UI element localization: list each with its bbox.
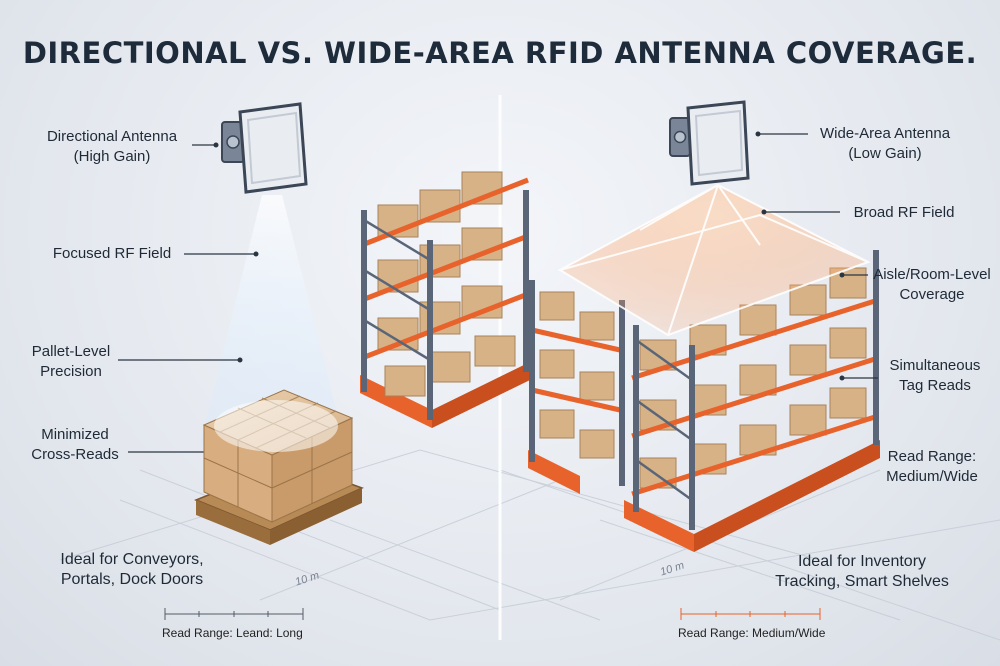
read-range-scale-right (680, 608, 821, 620)
left-ideal-line2: Portals, Dock Doors (60, 571, 204, 588)
simultaneous-line2: Tag Reads (899, 377, 971, 394)
minimized-line1: Minimized (41, 426, 109, 443)
shelving-rack-right (528, 250, 880, 552)
focused-rf-field-label: Focused RF Field (52, 245, 172, 262)
directional-antenna-icon (221, 102, 308, 194)
right-range-line1: Read Range: (887, 448, 977, 465)
minimized-cross-reads-label: Minimized Cross-Reads (22, 425, 128, 465)
directional-antenna-line1: Directional Antenna (46, 128, 178, 145)
shelving-rack-center (360, 171, 530, 428)
left-ideal-use-label: Ideal for Conveyors, Portals, Dock Doors (42, 550, 222, 590)
broad-rf-field (557, 184, 871, 337)
simultaneous-tag-reads-label: Simultaneous Tag Reads (880, 356, 990, 396)
right-read-range-label: Read Range: Medium/Wide (880, 447, 984, 487)
directional-antenna-line2: (High Gain) (73, 148, 151, 165)
right-ideal-use-label: Ideal for Inventory Tracking, Smart Shel… (762, 552, 962, 592)
broad-rf-field-label: Broad RF Field (853, 204, 955, 221)
pallet-level-line1: Pallet-Level (31, 343, 111, 360)
wide-area-antenna-icon (669, 100, 750, 186)
read-range-scale-left (164, 608, 304, 620)
minimized-line2: Cross-Reads (31, 446, 119, 463)
directional-antenna-label: Directional Antenna (High Gain) (34, 127, 190, 167)
left-read-range-caption: Read Range: Leand: Long (162, 626, 303, 640)
aisle-room-coverage-label: Aisle/Room-Level Coverage (868, 265, 996, 305)
right-ideal-line2: Tracking, Smart Shelves (775, 573, 949, 590)
focused-rf-beam (200, 195, 345, 445)
aisle-coverage-line1: Aisle/Room-Level (873, 266, 991, 283)
aisle-coverage-line2: Coverage (899, 286, 965, 303)
right-range-line2: Medium/Wide (886, 468, 978, 485)
right-read-range-caption: Read Range: Medium/Wide (678, 626, 826, 640)
left-ideal-line1: Ideal for Conveyors, (60, 551, 204, 568)
pallet-level-precision-label: Pallet-Level Precision (24, 342, 118, 382)
simultaneous-line1: Simultaneous (889, 357, 981, 374)
page-title: DIRECTIONAL VS. WIDE-AREA RFID ANTENNA C… (22, 36, 978, 70)
wide-area-antenna-label: Wide-Area Antenna (Low Gain) (810, 124, 960, 164)
wide-area-antenna-line1: Wide-Area Antenna (819, 125, 951, 142)
floor-grid (59, 449, 1000, 641)
right-ideal-line1: Ideal for Inventory (797, 553, 927, 570)
pallet-level-line2: Precision (40, 363, 102, 380)
pallet-with-boxes (194, 389, 364, 545)
wide-area-antenna-line2: (Low Gain) (848, 145, 922, 162)
